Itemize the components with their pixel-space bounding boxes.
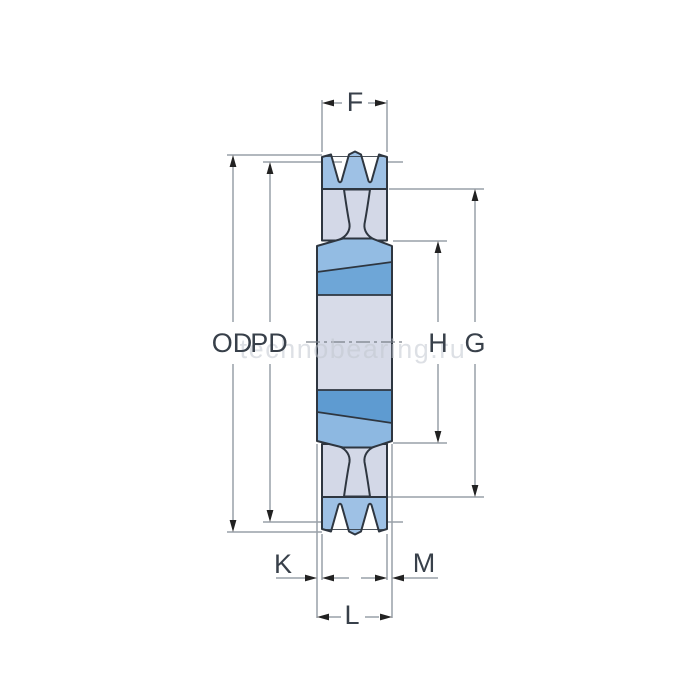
top-bushing-upper xyxy=(317,238,392,272)
hub-center-section xyxy=(317,295,392,390)
watermark-text: technobearing.ru xyxy=(240,334,467,364)
hub-outline xyxy=(316,237,393,449)
dim-label-m: M xyxy=(413,548,436,578)
dim-label-od: OD xyxy=(212,328,253,358)
dim-label-l: L xyxy=(344,600,359,630)
dim-label-h: H xyxy=(428,328,448,358)
dim-label-f: F xyxy=(347,87,364,117)
dim-label-pd: PD xyxy=(250,328,288,358)
extension-lines xyxy=(227,100,484,618)
top-rim-grooves xyxy=(321,150,388,190)
bottom-rim-grooves xyxy=(321,496,388,536)
dim-label-g: G xyxy=(464,328,485,358)
dim-label-k: K xyxy=(274,549,292,579)
hub-internal-lines xyxy=(316,261,393,424)
